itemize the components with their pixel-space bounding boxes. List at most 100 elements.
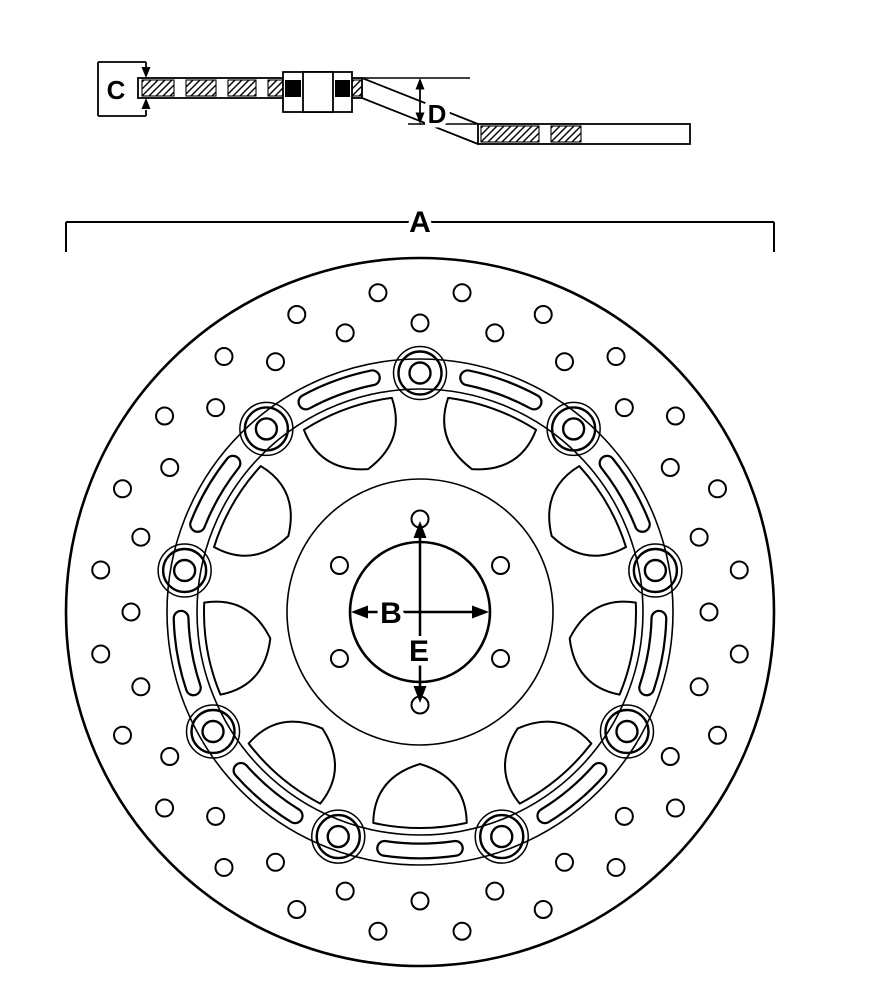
rivet-button (311, 809, 366, 864)
dim-c-arrow-down (141, 67, 151, 78)
cross-section-view (137, 71, 691, 145)
section-hub-flange-left (285, 80, 301, 97)
rivet-button (561, 417, 586, 441)
spoke-window (203, 600, 272, 696)
float-slot-core (640, 612, 666, 695)
drill-hole (699, 602, 719, 622)
float-slot-core (378, 842, 462, 858)
rivet-button (550, 406, 597, 452)
drill-hole (113, 479, 133, 499)
spoke-window (548, 465, 627, 557)
carrier-outer-circle (196, 388, 644, 836)
section-hub-nut-inner (302, 71, 334, 113)
drill-hole (707, 479, 727, 499)
drill-hole (689, 527, 709, 547)
rivet-button (604, 708, 650, 755)
drill-hole (131, 677, 151, 697)
drill-hole (452, 921, 472, 941)
band-inner-circle (166, 358, 674, 866)
float-slot-core (191, 456, 240, 531)
section-hatch (227, 79, 257, 97)
section-hatch (185, 79, 217, 97)
drill-hole (160, 458, 180, 477)
drill-hole (555, 852, 574, 872)
rivet-button (546, 401, 601, 457)
rivet-button (479, 813, 525, 860)
rivet-button (326, 824, 350, 849)
dim-label-e: E (409, 635, 429, 668)
rivet-button (172, 558, 197, 583)
outer-edge-circle (64, 256, 776, 968)
rivet-button (243, 406, 290, 452)
drill-hole (555, 352, 574, 372)
rivet-button (408, 361, 432, 385)
rivet-button (392, 345, 448, 401)
dim-b-arrow-right (472, 605, 489, 619)
drill-hole (533, 305, 553, 325)
bolt-hole (491, 556, 511, 575)
dim-e-arrow-down (413, 686, 427, 703)
rivet-button (628, 543, 683, 598)
drill-hole (660, 458, 680, 477)
dimension-a: A (65, 202, 775, 252)
drill-hole (729, 644, 749, 664)
front-view (64, 256, 776, 968)
rivet-button (157, 543, 212, 598)
bolt-hole (329, 556, 349, 575)
section-hub-flange-right (335, 80, 350, 97)
dim-e-arrow-up (413, 521, 427, 538)
drill-hole (606, 347, 626, 367)
drill-hole (113, 725, 133, 745)
drill-hole (606, 857, 626, 877)
rivet-button (254, 417, 279, 441)
spoke-window (443, 396, 538, 471)
drill-hole (368, 283, 388, 303)
section-hatch (480, 125, 540, 143)
drill-hole (614, 398, 634, 418)
section-hatch (141, 79, 175, 97)
rivet-button (185, 704, 241, 759)
float-slot-core (538, 764, 606, 823)
drill-hole (410, 313, 430, 333)
float-slot-core (299, 371, 379, 409)
dimension-e: E (404, 521, 434, 703)
rivet-button (643, 558, 668, 583)
drill-hole (665, 798, 685, 818)
spoke-window (372, 763, 468, 829)
rivet-button (315, 813, 361, 860)
drill-hole (206, 398, 226, 418)
drill-hole (660, 747, 680, 766)
drill-hole (206, 806, 226, 826)
float-slot-core (461, 371, 541, 409)
drill-hole (729, 560, 749, 580)
drill-hole (368, 921, 388, 941)
rivet-button (474, 809, 529, 864)
section-hatch (550, 125, 582, 143)
dim-c-arrow-up (141, 98, 151, 109)
drill-hole (287, 305, 307, 325)
spoke-window (247, 720, 336, 805)
drill-hole (335, 881, 355, 901)
float-slot-core (174, 612, 200, 695)
rivet-button (201, 719, 225, 744)
float-slot-core (234, 764, 302, 823)
drill-hole (707, 725, 727, 745)
drill-hole (452, 283, 472, 303)
rivet-button (397, 350, 443, 396)
rivet-button (632, 547, 679, 594)
hub-circle (286, 478, 554, 746)
dimension-b: B (351, 593, 489, 635)
drill-hole (91, 560, 111, 580)
rivet-button (190, 708, 236, 755)
drill-hole (410, 891, 430, 911)
drill-hole (155, 798, 175, 818)
drill-hole (485, 881, 505, 901)
rivet-button (161, 547, 208, 594)
drill-hole (160, 747, 180, 766)
dim-label-b: B (380, 597, 402, 630)
drill-hole (91, 644, 111, 664)
dim-label-d: D (428, 99, 447, 129)
drill-hole (614, 806, 634, 826)
